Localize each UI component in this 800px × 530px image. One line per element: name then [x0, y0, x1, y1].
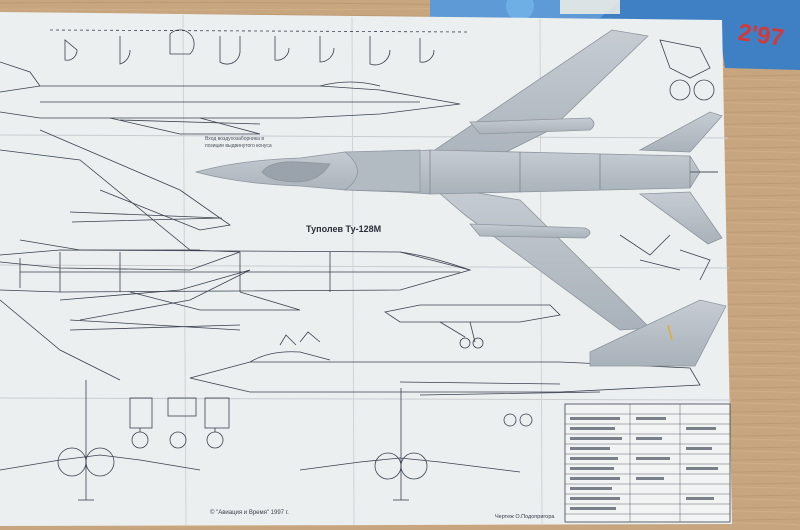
model-htail-lower — [638, 191, 723, 245]
model-aircraft — [194, 29, 727, 367]
side-view-top — [0, 61, 461, 135]
poster-copyright: © "Авиация и Время" 1997 г. — [210, 510, 289, 516]
model-pylon-lower — [469, 223, 591, 239]
side-view-small — [383, 304, 561, 349]
model-htail-upper — [638, 111, 723, 153]
model-wing-lower — [428, 184, 651, 331]
poster-caption-line2: позиции выдвинутого конуса — [205, 143, 272, 149]
cross-sections — [49, 29, 471, 66]
model-canopy — [261, 161, 331, 183]
front-view-right — [299, 388, 521, 501]
poster-caption-line1: Вход воздухозаборника в — [205, 136, 264, 142]
blueprint-drawings — [0, 29, 715, 501]
front-view-left — [0, 380, 201, 501]
gear-detail-right — [619, 39, 715, 281]
landing-gear-details — [129, 397, 230, 449]
side-view-bottom — [189, 331, 701, 427]
spec-table — [564, 403, 731, 523]
magazine-cover — [430, 0, 800, 70]
model-vertical-fin — [589, 299, 727, 367]
side-view-middle — [0, 249, 472, 311]
poster-title: Туполев Ту-128М — [306, 224, 382, 234]
model-pylon-upper — [469, 117, 595, 135]
poster-draftsman: Чертеж О.Подопригора — [495, 514, 555, 520]
model-intake — [343, 149, 421, 193]
